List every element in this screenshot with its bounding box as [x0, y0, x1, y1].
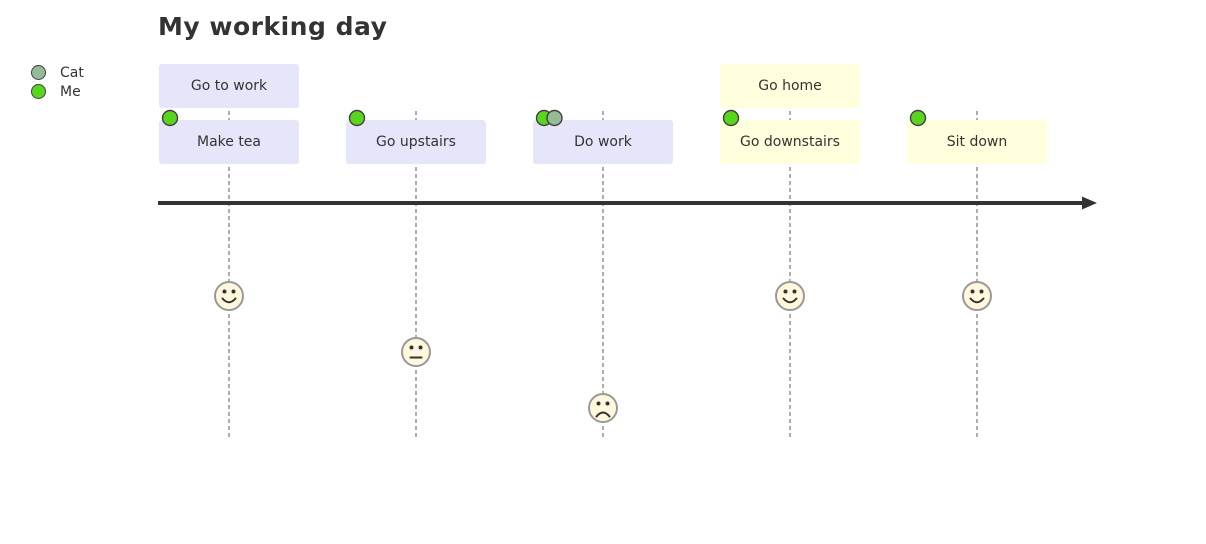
actor-swatch-me	[31, 84, 46, 99]
face-eye	[222, 289, 227, 294]
task-label: Do work	[574, 134, 633, 150]
task-box	[720, 120, 860, 164]
task-label: Go downstairs	[740, 134, 840, 150]
happy-face-icon	[214, 281, 244, 311]
section-box	[159, 64, 299, 108]
actor-swatch-cat	[31, 65, 46, 80]
face-eye	[605, 401, 610, 406]
neutral-face-icon	[401, 337, 431, 367]
section-box	[720, 64, 860, 108]
face-mouth-frown	[595, 411, 611, 418]
actor-dot-cat	[546, 109, 563, 127]
sad-face-icon	[588, 393, 618, 423]
face-eye	[418, 345, 423, 350]
happy-face-icon	[962, 281, 992, 311]
face-eye	[792, 289, 797, 294]
task-label: Make tea	[197, 134, 261, 150]
face-eye	[979, 289, 984, 294]
face-eye	[970, 289, 975, 294]
happy-face-icon	[775, 281, 805, 311]
legend-item-me: Me	[31, 82, 84, 101]
legend-label-cat: Cat	[60, 64, 84, 81]
section-label: Go home	[758, 78, 822, 94]
task-box	[346, 120, 486, 164]
face-eye	[596, 401, 601, 406]
face-eye	[231, 289, 236, 294]
actor-dot-me	[348, 109, 366, 127]
task-box	[533, 120, 673, 164]
face-eye	[409, 345, 414, 350]
face-mouth-smile	[782, 297, 798, 304]
task-box	[907, 120, 1047, 164]
task-box	[159, 120, 299, 164]
legend-item-cat: Cat	[31, 63, 84, 82]
legend-label-me: Me	[60, 83, 81, 100]
task-label: Go upstairs	[376, 134, 456, 150]
task-label: Sit down	[947, 134, 1008, 150]
actor-dot-me	[161, 109, 179, 127]
section-label: Go to work	[191, 78, 268, 94]
actor-dot-me	[909, 109, 927, 127]
face-eye	[783, 289, 788, 294]
face-mouth-smile	[969, 297, 985, 304]
actor-dot-me	[722, 109, 740, 127]
face-mouth-smile	[221, 297, 237, 304]
legend: Cat Me	[31, 63, 84, 101]
diagram-title: My working day	[158, 12, 388, 41]
timeline-arrowhead-icon	[1082, 196, 1097, 210]
